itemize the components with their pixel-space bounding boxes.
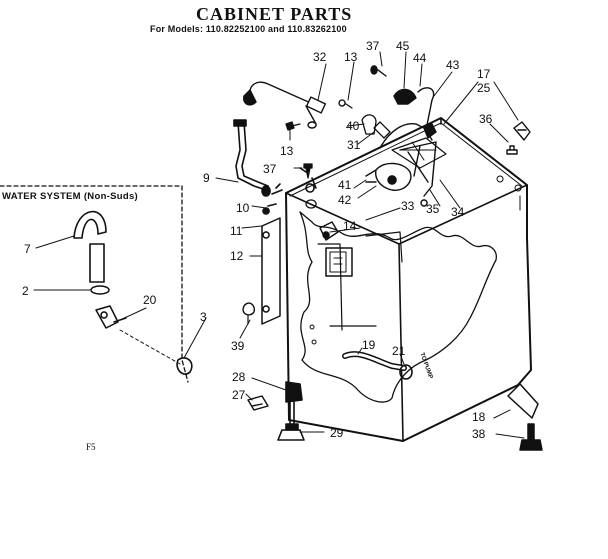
hose-clamp-21 bbox=[399, 364, 413, 380]
callout-28: 28 bbox=[232, 370, 246, 384]
callout-18: 18 bbox=[472, 410, 486, 424]
screw-36 bbox=[506, 145, 518, 155]
callout-13-mid: 13 bbox=[280, 144, 294, 158]
callout-19: 19 bbox=[362, 338, 376, 352]
screw-13 bbox=[285, 121, 301, 131]
callout-37-mid: 37 bbox=[263, 162, 277, 176]
lid-switch bbox=[365, 162, 412, 191]
callout-37-top: 37 bbox=[366, 39, 380, 53]
callout-39: 39 bbox=[231, 339, 245, 353]
callout-20: 20 bbox=[143, 293, 157, 307]
callout-45: 45 bbox=[396, 39, 410, 53]
diagram-subtitle: For Models: 110.82252100 and 110.8326210… bbox=[150, 24, 347, 34]
callout-31: 31 bbox=[347, 138, 361, 152]
cabinet bbox=[285, 117, 532, 442]
callout-43: 43 bbox=[446, 58, 460, 72]
connector-line bbox=[119, 329, 181, 365]
callout-7: 7 bbox=[24, 242, 31, 256]
callout-21: 21 bbox=[392, 344, 406, 358]
switch-assembly bbox=[370, 65, 437, 149]
water-system-inset-box bbox=[0, 185, 189, 383]
callout-32: 32 bbox=[313, 50, 327, 64]
clip-27 bbox=[247, 395, 269, 411]
callout-11: 11 bbox=[230, 224, 243, 238]
callout-42: 42 bbox=[338, 193, 352, 207]
hose-fitting-20 bbox=[95, 305, 127, 329]
footer-code: F5 bbox=[86, 442, 96, 452]
leveling-leg-front bbox=[277, 381, 305, 441]
callout-36: 36 bbox=[479, 112, 493, 126]
callout-2: 2 bbox=[22, 284, 29, 298]
leveling-leg-rear bbox=[507, 383, 543, 451]
callout-41: 41 bbox=[338, 178, 352, 192]
hose-clamp-2 bbox=[90, 285, 110, 295]
callout-12: 12 bbox=[230, 249, 244, 263]
lid-hinge bbox=[513, 121, 531, 141]
callout-38: 38 bbox=[472, 427, 486, 441]
callout-17: 17 bbox=[477, 67, 491, 81]
clip-39 bbox=[242, 302, 256, 316]
callout-9: 9 bbox=[203, 171, 210, 185]
fill-hose bbox=[233, 119, 317, 215]
rear-bracket bbox=[261, 217, 281, 325]
inlet-valve bbox=[319, 221, 339, 241]
leader-lines bbox=[33, 51, 525, 439]
callout-13-top: 13 bbox=[344, 50, 358, 64]
callout-29: 29 bbox=[330, 426, 344, 440]
standpipe-hose-7 bbox=[73, 210, 107, 283]
callout-27: 27 bbox=[232, 388, 246, 402]
callout-34: 34 bbox=[451, 205, 465, 219]
callout-25: 25 bbox=[477, 81, 491, 95]
callout-44: 44 bbox=[413, 51, 427, 65]
screw-37-mid bbox=[303, 163, 313, 179]
callout-14: 14 bbox=[343, 219, 357, 233]
hose-clamp-3 bbox=[176, 357, 193, 375]
water-system-inset-title: WATER SYSTEM (Non-Suds) bbox=[2, 191, 139, 202]
callout-35: 35 bbox=[426, 202, 440, 216]
callout-33: 33 bbox=[401, 199, 415, 213]
wire-harness bbox=[242, 81, 327, 129]
lid-spring bbox=[399, 141, 437, 207]
callout-40: 40 bbox=[346, 119, 360, 133]
callout-3: 3 bbox=[200, 310, 207, 324]
diagram-title: CABINET PARTS bbox=[196, 4, 353, 24]
callout-10: 10 bbox=[236, 201, 250, 215]
